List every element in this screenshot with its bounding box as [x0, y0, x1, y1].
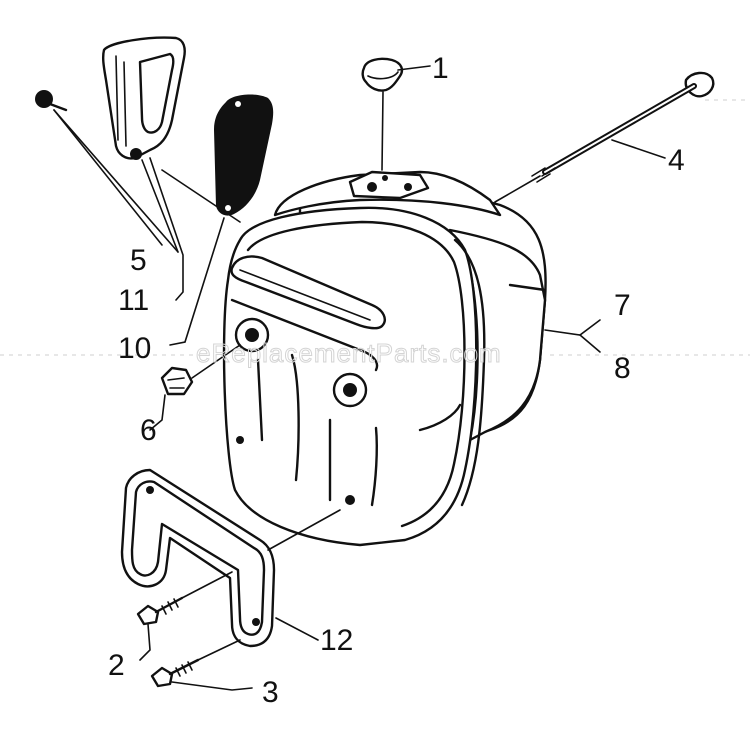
watermark-text: eReplacementParts.com [196, 338, 502, 368]
callout-6: 6 [140, 414, 157, 447]
part-11-bracket [101, 36, 186, 160]
part-3-screw [150, 639, 241, 688]
callout-3: 3 [262, 676, 279, 709]
callout-4: 4 [668, 144, 685, 177]
part-5-screw [35, 90, 68, 112]
background-guide-lines [0, 99, 750, 356]
part-10-gasket [214, 94, 274, 216]
part-2-screw [136, 571, 233, 626]
callout-10: 10 [118, 332, 151, 365]
callout-labels: 1 4 5 11 10 6 7 8 12 2 3 [108, 52, 685, 709]
part-12-plate [120, 468, 341, 648]
muffler-housing [222, 170, 547, 547]
part-1-cap [361, 57, 404, 171]
callout-5: 5 [130, 244, 147, 277]
part-6-nut [160, 344, 241, 396]
callout-12: 12 [320, 624, 353, 657]
callout-2: 2 [108, 649, 125, 682]
callout-8: 8 [614, 352, 631, 385]
callout-11: 11 [118, 284, 149, 317]
leader-lines [53, 65, 666, 691]
part-4-bolt [494, 71, 715, 203]
callout-7: 7 [614, 289, 631, 322]
callout-1: 1 [432, 52, 449, 85]
